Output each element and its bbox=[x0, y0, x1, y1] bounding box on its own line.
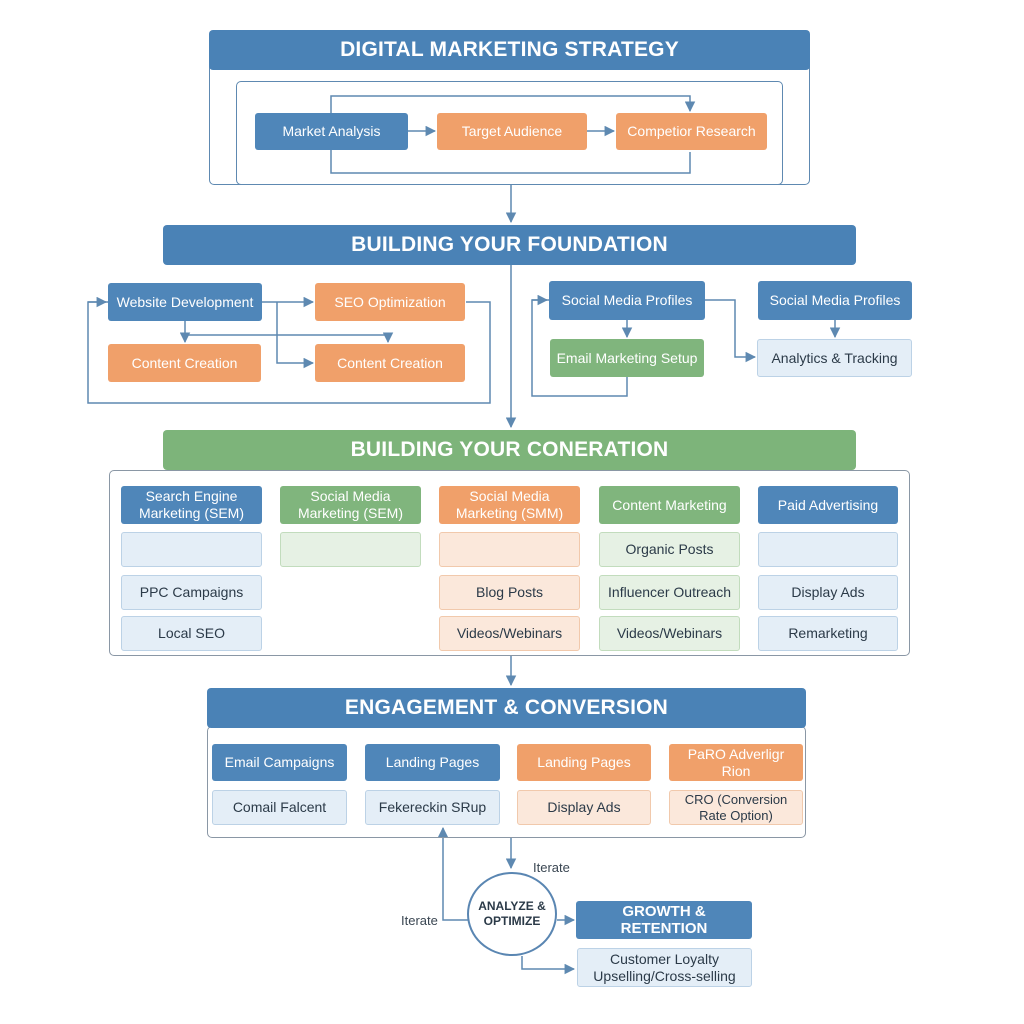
strategy-inner-frame bbox=[236, 81, 783, 185]
content-marketing-header[interactable]: Content Marketing bbox=[599, 486, 740, 524]
videos-webinars-item-b[interactable]: Videos/Webinars bbox=[599, 616, 740, 651]
engagement-title: ENGAGEMENT & CONVERSION bbox=[207, 688, 806, 728]
remarketing-item[interactable]: Remarketing bbox=[758, 616, 898, 651]
landing-pages-header-a[interactable]: Landing Pages bbox=[365, 744, 500, 781]
influencer-outreach-item[interactable]: Influencer Outreach bbox=[599, 575, 740, 610]
social-media-sem-header[interactable]: Social Media Marketing (SEM) bbox=[280, 486, 421, 524]
email-marketing-setup-box[interactable]: Email Marketing Setup bbox=[550, 339, 704, 377]
smm-item-empty[interactable] bbox=[439, 532, 580, 567]
content-creation-box-a[interactable]: Content Creation bbox=[108, 344, 261, 382]
email-campaigns-item[interactable]: Comail Falcent bbox=[212, 790, 347, 825]
sem-item-empty[interactable] bbox=[121, 532, 262, 567]
analytics-tracking-box[interactable]: Analytics & Tracking bbox=[757, 339, 912, 377]
social-media-profiles-box-a[interactable]: Social Media Profiles bbox=[549, 281, 705, 320]
iterate-label-left: Iterate bbox=[401, 913, 438, 928]
strategy-title: DIGITAL MARKETING STRATEGY bbox=[209, 30, 810, 70]
landing-pages-item-a[interactable]: Fekereckin SRup bbox=[365, 790, 500, 825]
website-development-box[interactable]: Website Development bbox=[108, 283, 262, 321]
display-ads-item[interactable]: Display Ads bbox=[758, 575, 898, 610]
generation-frame bbox=[109, 470, 910, 656]
organic-posts-item[interactable]: Organic Posts bbox=[599, 532, 740, 567]
landing-pages-header-b[interactable]: Landing Pages bbox=[517, 744, 651, 781]
ppc-campaigns-item[interactable]: PPC Campaigns bbox=[121, 575, 262, 610]
social-media-sem-item-empty[interactable] bbox=[280, 532, 421, 567]
local-seo-item[interactable]: Local SEO bbox=[121, 616, 262, 651]
generation-title: BUILDING YOUR CONERATION bbox=[163, 430, 856, 470]
iterate-label-top: Iterate bbox=[533, 860, 570, 875]
market-analysis-box[interactable]: Market Analysis bbox=[255, 113, 408, 150]
analyze-optimize-circle[interactable]: ANALYZE & OPTIMIZE bbox=[467, 872, 557, 956]
foundation-title: BUILDING YOUR FOUNDATION bbox=[163, 225, 856, 265]
blog-posts-item[interactable]: Blog Posts bbox=[439, 575, 580, 610]
smm-header[interactable]: Social Media Marketing (SMM) bbox=[439, 486, 580, 524]
content-creation-box-b[interactable]: Content Creation bbox=[315, 344, 465, 382]
competitor-research-box[interactable]: Competior Research bbox=[616, 113, 767, 150]
target-audience-box[interactable]: Target Audience bbox=[437, 113, 587, 150]
cro-item[interactable]: CRO (Conversion Rate Option) bbox=[669, 790, 803, 825]
seo-optimization-box[interactable]: SEO Optimization bbox=[315, 283, 465, 321]
customer-loyalty-box[interactable]: Customer Loyalty Upselling/Cross-selling bbox=[577, 948, 752, 987]
sem-header[interactable]: Search Engine Marketing (SEM) bbox=[121, 486, 262, 524]
social-media-profiles-box-b[interactable]: Social Media Profiles bbox=[758, 281, 912, 320]
cro-header[interactable]: PaRO Adverligr Rion bbox=[669, 744, 803, 781]
email-campaigns-header[interactable]: Email Campaigns bbox=[212, 744, 347, 781]
paid-advertising-item-empty[interactable] bbox=[758, 532, 898, 567]
display-ads-engagement-item[interactable]: Display Ads bbox=[517, 790, 651, 825]
videos-webinars-item-a[interactable]: Videos/Webinars bbox=[439, 616, 580, 651]
growth-retention-box[interactable]: GROWTH & RETENTION bbox=[576, 901, 752, 939]
paid-advertising-header[interactable]: Paid Advertising bbox=[758, 486, 898, 524]
